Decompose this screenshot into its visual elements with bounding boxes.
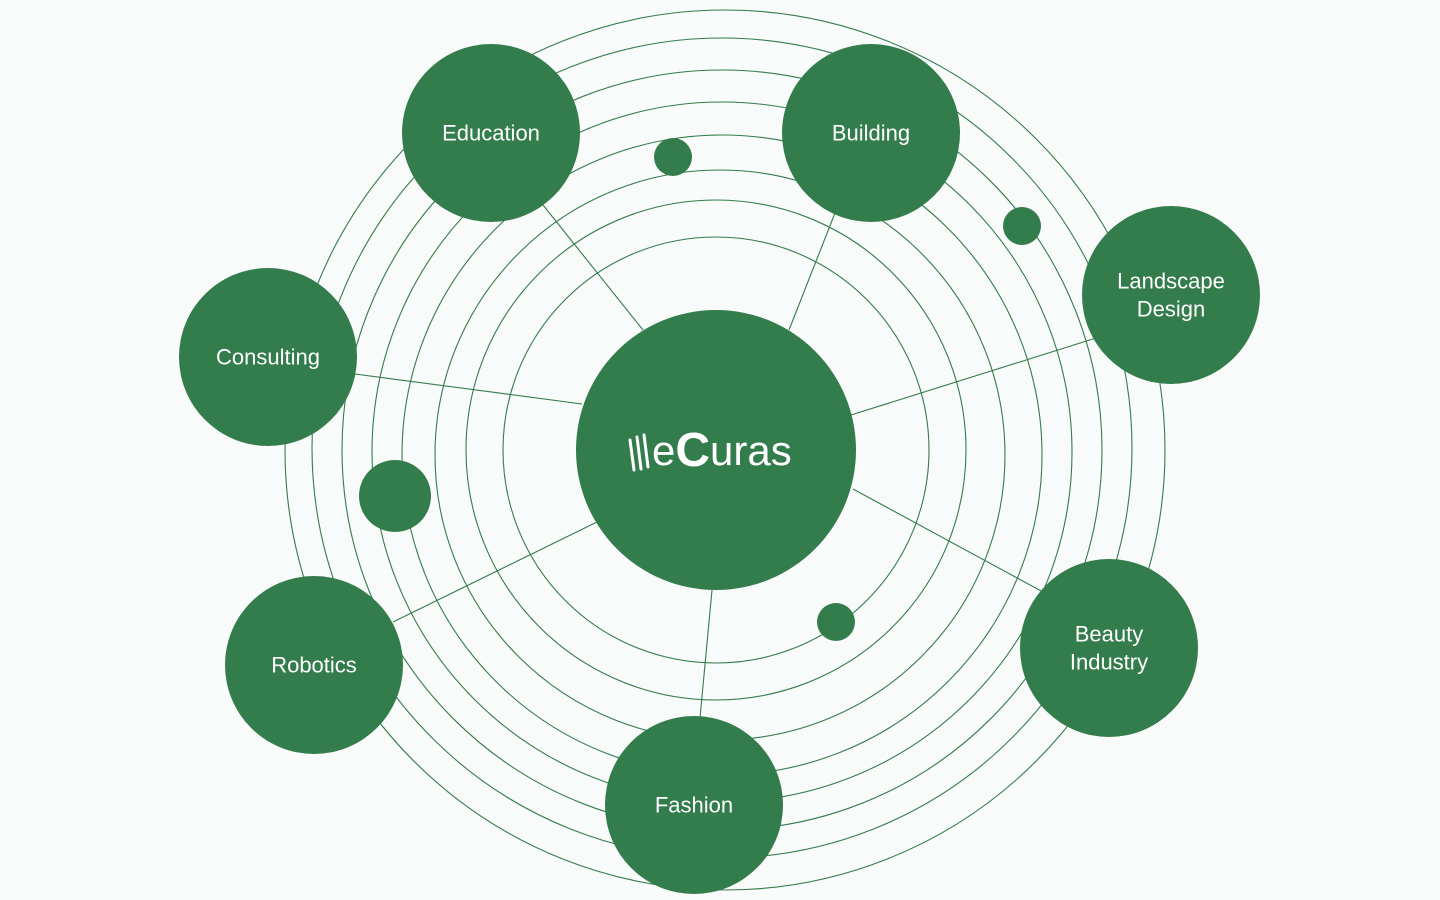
logo-stripes-icon [628, 433, 650, 472]
orbit-dot [359, 460, 431, 532]
connector-line [788, 212, 836, 331]
node-label: Industry [1070, 650, 1148, 675]
node-label: Beauty [1075, 622, 1144, 647]
logo-suffix: uras [710, 427, 792, 474]
orbit-dots [359, 138, 1041, 641]
orbit-ring [284, 9, 1166, 891]
node-circle [782, 44, 960, 222]
connector-line [392, 521, 598, 623]
node-education[interactable]: Education [402, 44, 580, 222]
orbit-dot [654, 138, 692, 176]
connector-line [850, 337, 1097, 416]
center-logo-node[interactable]: eCuras [576, 310, 856, 590]
node-label: Education [442, 121, 540, 146]
orbit-dot [1003, 207, 1041, 245]
node-circle [605, 716, 783, 894]
connector-line [699, 589, 713, 719]
center-circle [576, 310, 856, 590]
category-nodes: Education BuildingLandscapeDesignConsulti… [179, 44, 1260, 894]
logo-prefix: e [652, 427, 675, 474]
node-label: Building [832, 121, 910, 146]
node-label: Robotics [271, 653, 357, 678]
orbit-ring [502, 236, 930, 664]
connector-line [542, 204, 644, 331]
logo-wordmark: eCuras [652, 424, 792, 477]
connector-line [852, 488, 1044, 593]
node-circle [1020, 559, 1198, 737]
node-consulting[interactable]: Consulting [179, 268, 357, 446]
node-robotics[interactable]: Robotics [225, 576, 403, 754]
connector-lines [354, 204, 1097, 719]
node-building[interactable]: Building [782, 44, 960, 222]
node-label: Design [1137, 297, 1205, 322]
node-label: Landscape [1117, 269, 1225, 294]
node-label: Consulting [216, 345, 320, 370]
connector-line [354, 373, 583, 405]
orbit-ring [465, 199, 967, 701]
node-label: Fashion [655, 793, 733, 818]
logo-accent-c: C [675, 424, 710, 477]
node-fashion[interactable]: Fashion [605, 716, 783, 894]
node-circle [179, 268, 357, 446]
node-circle [402, 44, 580, 222]
orbit-dot [817, 603, 855, 641]
node-circle [225, 576, 403, 754]
node-circle [1082, 206, 1260, 384]
